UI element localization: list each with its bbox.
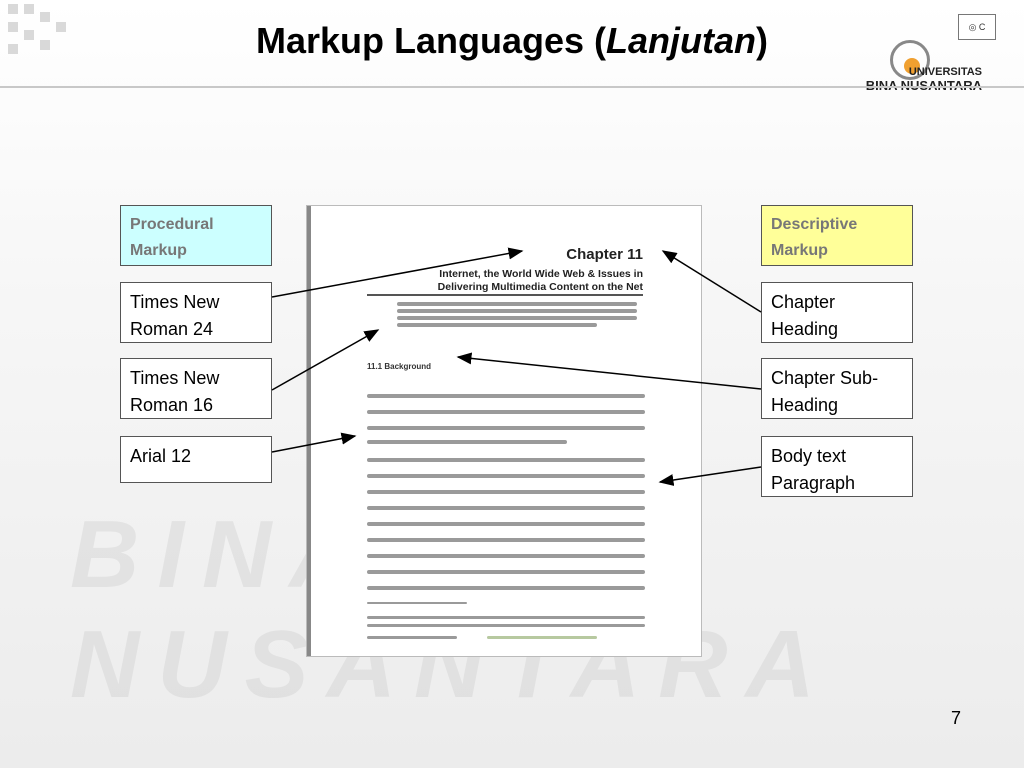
descriptive-markup-box: Descriptive Markup — [761, 205, 913, 266]
logo-line-2: BINA NUSANTARA — [866, 78, 982, 93]
chapter-heading-box: Chapter Heading — [761, 282, 913, 343]
times-new-roman-24-box: Times New Roman 24 — [120, 282, 272, 343]
document-preview: Chapter 11 Internet, the World Wide Web … — [306, 205, 702, 657]
header-divider — [0, 86, 1024, 88]
arrow-tnr16 — [271, 329, 380, 391]
doc-section-heading: 11.1 Background — [367, 362, 432, 371]
arrow-chapter-subheading — [456, 352, 762, 390]
arrow-arial12 — [271, 432, 357, 453]
chapter-subheading-box: Chapter Sub-Heading — [761, 358, 913, 419]
procedural-markup-box: Procedural Markup — [120, 205, 272, 266]
times-new-roman-16-box: Times New Roman 16 — [120, 358, 272, 419]
arrow-body-text — [658, 466, 762, 486]
university-logo: UNIVERSITAS BINA NUSANTARA — [860, 30, 1010, 93]
doc-chapter-heading: Chapter 11 — [566, 246, 643, 263]
doc-chapter-subheading: Internet, the World Wide Web & Issues in… — [437, 268, 643, 293]
gear-icon — [890, 40, 930, 80]
arrow-tnr24 — [271, 247, 524, 298]
corner-decoration — [0, 0, 90, 60]
slide-title: Markup Languages (Lanjutan) — [255, 20, 769, 61]
logo-badge-icon: ◎ C — [958, 14, 996, 40]
body-text-paragraph-box: Body text Paragraph — [761, 436, 913, 497]
logo-line-1: UNIVERSITAS — [908, 66, 982, 78]
arrow-chapter-heading — [661, 250, 762, 313]
page-number: 7 — [951, 708, 962, 728]
sun-icon — [904, 58, 920, 74]
arial-12-box: Arial 12 — [120, 436, 272, 483]
